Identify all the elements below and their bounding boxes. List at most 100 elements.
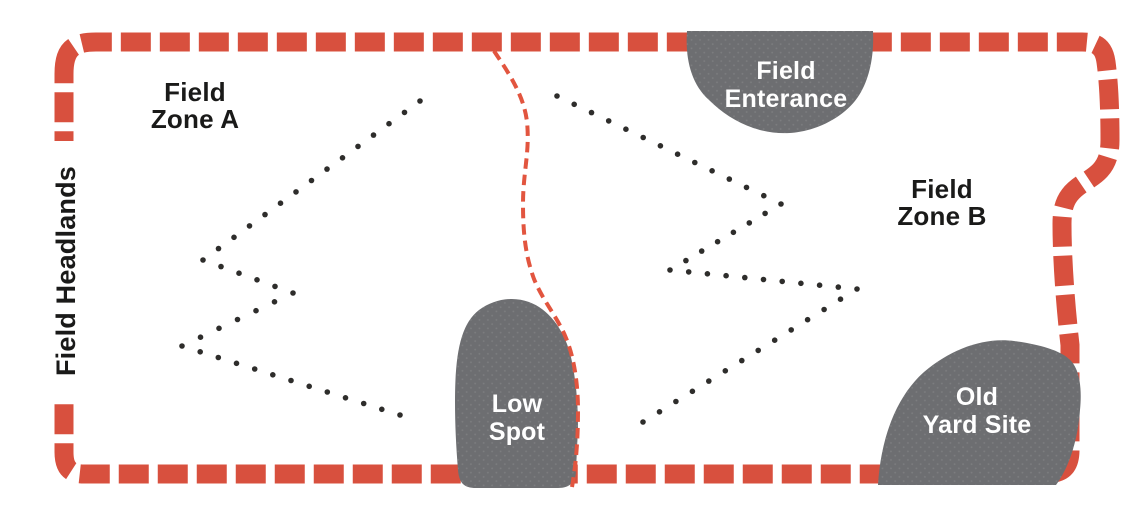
field-headlands-label: Field Headlands [48,141,84,401]
old-yard-site-blob [878,340,1081,485]
track-dot [588,109,595,116]
track-dot [778,201,784,207]
track-dot [233,360,240,367]
track-dot [262,211,268,218]
field-entrance-blob [686,31,874,134]
low-spot-blob [455,298,578,488]
track-dot [253,307,259,314]
field-entrance-label-line2: Enterance [724,85,848,113]
track-dot [739,357,745,364]
old-yard-site-label: Old Yard Site [877,383,1077,439]
old-yard-site-label-line1: Old [955,383,999,411]
field-entrance-label: Field Enterance [686,57,886,113]
zone-b-label-line2: Zone B [897,201,987,231]
track-dot [761,192,767,199]
track-dot [218,263,224,270]
zone-b-label-line1: Field [911,174,973,204]
zone-divider-dashed-line [492,49,581,488]
track-dot [270,372,276,378]
track-dot [657,143,664,149]
track-dot [837,296,844,303]
track-dot [771,337,778,344]
track-dot [360,400,367,407]
zone-a-label-line1: Field [164,77,226,107]
track-dot [197,334,204,341]
track-dot [685,269,692,275]
track-dot [254,277,260,283]
track-dot [200,257,206,263]
track-dot [821,306,827,313]
track-dot [798,280,804,287]
track-dot [722,368,729,374]
track-dot [706,378,712,384]
track-dot [762,210,768,217]
low-spot-label: Low Spot [417,390,617,446]
track-dot [746,220,753,226]
track-dot [640,419,646,425]
zone-a-label: Field Zone A [95,79,295,133]
track-dot [306,383,313,390]
track-dot [723,272,729,279]
track-dot [605,118,612,124]
track-dot [674,151,681,157]
track-dot [197,349,203,355]
track-dot [760,276,767,283]
track-dot [288,377,294,384]
track-dot [271,299,278,305]
track-dot [236,270,242,277]
zone-a-track-dots [179,98,423,418]
track-dot [804,316,811,323]
track-dot [339,155,346,161]
track-dot [726,176,733,182]
track-dot [293,189,299,195]
track-dot [640,134,646,141]
zone-b-label: Field Zone B [842,176,1042,230]
track-dot [755,347,761,354]
track-dot [554,93,560,99]
track-dot [714,238,721,245]
track-dot [698,248,705,254]
track-dot [667,267,673,273]
zone-a-label-line2: Zone A [150,104,240,134]
track-dot [656,409,663,415]
track-dot [816,282,823,289]
track-dot [379,406,385,413]
track-dot [179,343,185,349]
track-dot [386,120,392,127]
track-dot [401,109,408,116]
track-dot [324,389,331,395]
track-dot [397,412,403,418]
track-dot [216,325,222,332]
zone-b-track-dots [554,93,860,425]
track-dot [417,98,423,104]
track-dot [342,395,349,401]
track-dot [251,366,258,372]
track-dot [835,284,842,290]
track-dot [215,354,222,361]
track-dot [308,177,315,184]
track-dot [215,245,222,252]
track-dot [742,274,748,281]
track-dot [704,271,711,277]
track-dot [673,398,679,405]
track-dot [788,327,794,333]
track-dot [290,290,296,296]
old-yard-site-label-line2: Yard Site [922,411,1032,439]
track-dot [246,223,253,229]
track-dot [324,166,330,172]
track-dot [743,184,750,191]
track-dot [234,316,241,323]
track-dot [623,126,629,132]
low-spot-label-line1: Low [491,390,543,418]
track-dot [231,234,237,241]
track-dot [709,168,715,174]
field-entrance-label-line1: Field [756,57,816,85]
low-spot-label-line2: Spot [488,418,546,446]
track-dot [779,278,785,285]
track-dot [730,229,737,236]
track-dot [355,143,361,150]
track-dot [692,159,698,166]
track-dot [571,101,577,108]
